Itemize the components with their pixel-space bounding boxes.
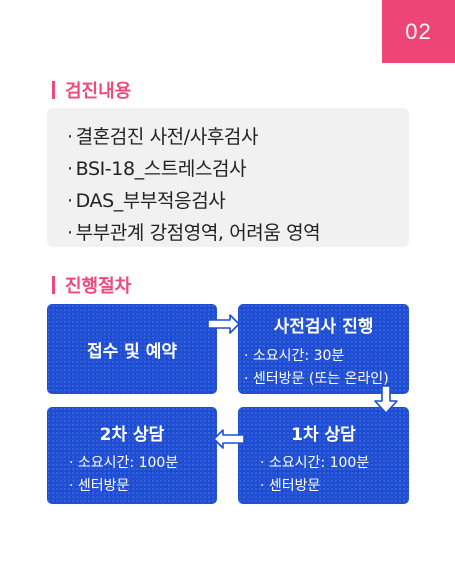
arrow-right-icon bbox=[207, 314, 240, 334]
step-card-reception: 접수 및 예약 bbox=[47, 304, 217, 394]
step-detail-place: · 센터방문 bbox=[69, 478, 130, 494]
heading-bar bbox=[52, 276, 55, 294]
list-item: ·DAS_부부적응검사 bbox=[67, 190, 226, 212]
arrow-left-icon bbox=[213, 429, 245, 449]
step-card-first-counseling: 1차 상담 · 소요시간: 100분 · 센터방문 bbox=[238, 407, 409, 504]
bullet-icon: · bbox=[67, 158, 73, 180]
step-detail-time: · 소요시간: 100분 bbox=[69, 455, 179, 471]
page-number-badge: 02 bbox=[382, 0, 455, 63]
step-detail-time: · 소요시간: 100분 bbox=[260, 455, 370, 471]
step-card-pretest: 사전검사 진행 · 소요시간: 30분 · 센터방문 (또는 온라인) bbox=[238, 304, 409, 394]
step-title: 1차 상담 bbox=[291, 425, 356, 445]
arrow-down-icon bbox=[374, 385, 398, 414]
step-title: 접수 및 예약 bbox=[86, 341, 178, 362]
step-detail-place: · 센터방문 bbox=[260, 478, 321, 494]
list-item: ·결혼검진 사전/사후검사 bbox=[67, 126, 259, 148]
section-heading-procedure: 진행절차 bbox=[52, 272, 131, 298]
bullet-icon: · bbox=[67, 222, 73, 244]
exam-content-box: ·결혼검진 사전/사후검사 ·BSI-18_스트레스검사 ·DAS_부부적응검사… bbox=[47, 108, 409, 247]
section-title: 검진내용 bbox=[65, 81, 132, 102]
section-title: 진행절차 bbox=[65, 276, 132, 297]
list-item: ·부부관계 강점영역, 어려움 영역 bbox=[67, 222, 321, 244]
bullet-icon: · bbox=[67, 190, 73, 212]
exam-content-list: ·결혼검진 사전/사후검사 ·BSI-18_스트레스검사 ·DAS_부부적응검사… bbox=[47, 108, 409, 249]
step-detail-place: · 센터방문 (또는 온라인) bbox=[244, 371, 389, 387]
section-heading-exam-content: 검진내용 bbox=[52, 77, 131, 103]
step-title: 2차 상담 bbox=[99, 425, 165, 445]
step-card-second-counseling: 2차 상담 · 소요시간: 100분 · 센터방문 bbox=[47, 407, 217, 504]
step-detail-time: · 소요시간: 30분 bbox=[244, 348, 345, 364]
step-title: 사전검사 진행 bbox=[273, 317, 374, 337]
heading-bar bbox=[52, 81, 55, 99]
bullet-icon: · bbox=[67, 126, 73, 148]
list-item: ·BSI-18_스트레스검사 bbox=[67, 158, 247, 180]
